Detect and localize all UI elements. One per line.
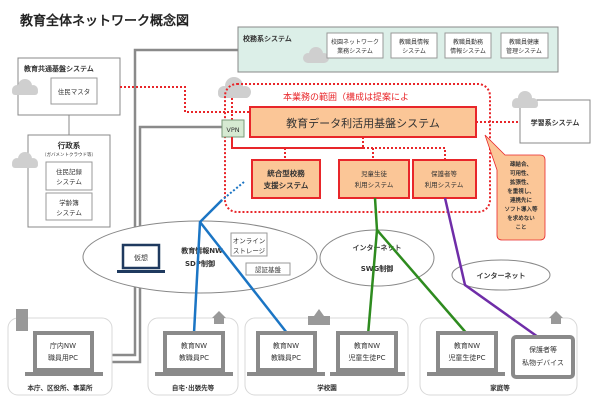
koumu-system-box — [444, 32, 492, 59]
label: 校園ネットワーク — [331, 38, 379, 46]
label: インターネット — [353, 243, 402, 252]
label: システム — [56, 209, 82, 217]
device-office-pc: 庁内NW 職員用PC — [25, 331, 103, 376]
device-student-pc-home: 教育NW 児童生徒PC — [427, 331, 505, 376]
label: 住民マスタ — [58, 87, 91, 96]
learning-system-group: 学習系システム — [512, 91, 591, 144]
office-building-icon — [16, 309, 28, 331]
label: 疎結合、 — [510, 160, 532, 168]
cloud-icon — [512, 91, 538, 108]
label: こと — [515, 224, 526, 231]
label: 教職員PC — [179, 353, 209, 362]
label: 教職員勤務 — [453, 38, 483, 46]
label: 学齢簿 — [59, 198, 79, 207]
label: 私物デバイス — [522, 358, 564, 367]
label: オンライン — [233, 237, 266, 245]
label: 教育NW — [354, 341, 380, 350]
label: 連携先に — [510, 196, 533, 204]
label: 教育NW — [454, 341, 480, 350]
label: VPN — [226, 126, 239, 134]
cloud-icon — [303, 47, 329, 63]
internet-zone: インターネット — [451, 259, 551, 291]
guardian-system-box — [412, 159, 477, 199]
label: 情報システム — [450, 47, 486, 55]
label: 教育データ利活用基盤システム — [286, 116, 440, 130]
auth-platform-box — [245, 262, 291, 276]
label: 利用システム — [425, 180, 464, 189]
house-icon — [212, 311, 226, 324]
connection-lines — [192, 181, 539, 339]
label: 認証基盤 — [255, 265, 282, 274]
label: 行政系 — [57, 140, 81, 150]
integrated-school-system-box — [251, 159, 321, 199]
koumu-label: 校務系システム — [243, 34, 292, 43]
label: 家庭等 — [490, 383, 510, 392]
cloud-icon — [12, 79, 38, 95]
label: 学習系システム — [531, 118, 580, 127]
label: 教育NW — [273, 341, 299, 350]
label: インターネット — [477, 271, 526, 280]
callout-note: 疎結合、 可用性、 拡張性、 を重視し、 連携先に ソフト導入等 を求めない こ… — [484, 134, 546, 241]
cloud-icon — [218, 77, 251, 98]
label: ソフト導入等 — [504, 205, 538, 213]
house-icon — [549, 311, 563, 324]
label: SDP制御 — [185, 259, 215, 268]
label: 保護者等 — [431, 169, 458, 178]
label: 支援システム — [263, 180, 309, 190]
label: 児童生徒 — [361, 169, 388, 178]
label: 教職員PC — [271, 353, 301, 362]
label: 教育情報NW — [180, 246, 223, 255]
label: システム — [56, 178, 82, 186]
device-teacher-pc-home: 教育NW 教職員PC — [155, 331, 233, 376]
label: 保護者等 — [529, 345, 557, 354]
edu-data-platform-box — [249, 106, 477, 138]
label: 児童生徒PC — [348, 353, 385, 362]
scope-label: 本業務の範囲（構成は提案によ — [283, 91, 409, 103]
label: システム — [402, 48, 426, 55]
scope-area: 本業務の範囲（構成は提案によ 教育データ利活用基盤システム VPN 統合型校務支… — [120, 77, 520, 213]
device-teacher-pc-school: 教育NW 教職員PC — [247, 331, 325, 376]
label: 業務システム — [337, 47, 373, 55]
label: 教育共通基盤システム — [23, 64, 94, 73]
koumu-system-box — [390, 32, 438, 59]
label: 管理システム — [506, 47, 542, 55]
diagram-title: 教育全体ネットワーク概念図 — [19, 13, 189, 29]
label: 住民記録 — [56, 167, 83, 176]
koumu-system-box — [500, 32, 549, 59]
label: 学校園 — [317, 383, 337, 392]
label: を求めない — [507, 214, 535, 222]
label: 可用性、 — [510, 169, 532, 177]
label: 仮想 — [134, 253, 148, 262]
student-system-box — [338, 159, 410, 199]
koumu-system-box — [326, 32, 384, 59]
label: 利用システム — [355, 180, 394, 189]
label: 教職員情報 — [399, 38, 429, 46]
label: （ガバメントクラウド等） — [42, 151, 96, 158]
label: 教職員健康 — [509, 38, 539, 46]
label: を重視し、 — [507, 187, 535, 195]
label: 職員用PC — [48, 353, 78, 362]
label: 本庁、区役所、事業所 — [28, 383, 94, 392]
kyotsu-system-group: 教育共通基盤システム 住民マスタ — [12, 57, 121, 135]
label: 統合型校務 — [267, 168, 305, 178]
label: 児童生徒PC — [448, 353, 485, 362]
label: 庁内NW — [50, 341, 76, 350]
label: 教育NW — [181, 341, 207, 350]
cloud-icon — [12, 152, 38, 168]
label: 拡張性、 — [510, 178, 532, 186]
label: SWG制御 — [361, 264, 394, 273]
resident-master-box — [50, 77, 98, 105]
virtual-laptop-icon: 仮想 — [117, 243, 165, 273]
school-icon — [308, 309, 330, 325]
online-storage-box — [230, 232, 268, 257]
device-student-pc-school: 教育NW 児童生徒PC — [330, 331, 405, 376]
label: 自宅･出張先等 — [172, 383, 215, 392]
label: ストレージ — [233, 247, 266, 255]
